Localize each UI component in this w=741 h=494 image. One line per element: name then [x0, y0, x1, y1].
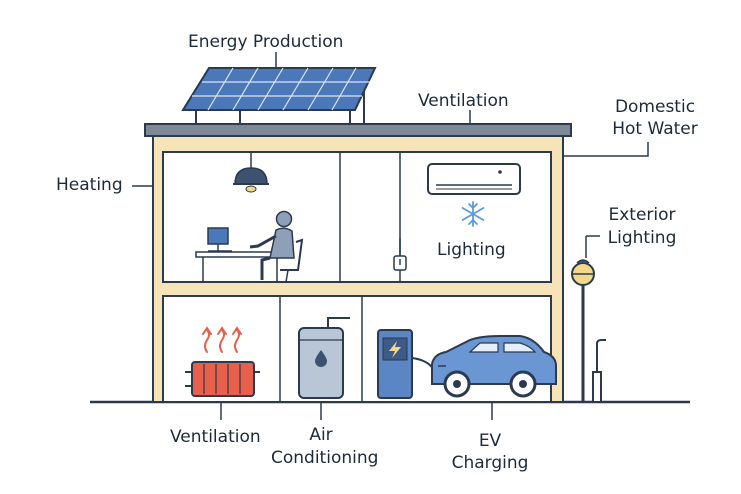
label-air-conditioning-line1: Air — [309, 425, 333, 445]
roof-slab — [144, 123, 572, 137]
label-air-conditioning-line2: Conditioning — [271, 448, 379, 468]
ceiling-lamp-icon — [233, 152, 269, 193]
electric-car-icon — [431, 335, 557, 398]
air-conditioner-icon — [427, 163, 521, 195]
label-lighting-room: Lighting — [437, 240, 506, 260]
water-heater-icon — [298, 317, 350, 399]
label-ev-charging-line1: EV — [478, 431, 502, 451]
label-exterior-lighting-line2: Lighting — [607, 228, 677, 248]
label-domestic-hot-water-line2: Hot Water — [612, 119, 698, 139]
snowflake-icon — [461, 201, 485, 227]
solar-panel-icon — [181, 67, 377, 124]
person-at-desk-icon — [195, 210, 304, 283]
garden-bollard-icon — [592, 339, 606, 403]
radiator-icon — [185, 361, 260, 397]
heat-arrows-icon — [202, 326, 242, 353]
label-exterior-lighting-line1: Exterior — [608, 205, 676, 225]
leader-hot-water — [563, 142, 649, 157]
light-switch-icon — [393, 238, 407, 271]
label-ventilation-bottom: Ventilation — [170, 427, 261, 447]
label-ventilation-roof: Ventilation — [418, 91, 509, 111]
exterior-lamp-post-icon — [571, 235, 600, 402]
label-heating: Heating — [56, 175, 123, 195]
label-energy-production: Energy Production — [188, 32, 344, 52]
label-ev-charging-line2: Charging — [451, 453, 529, 473]
ev-charger-icon — [377, 329, 435, 399]
label-domestic-hot-water-line1: Domestic — [614, 97, 696, 117]
